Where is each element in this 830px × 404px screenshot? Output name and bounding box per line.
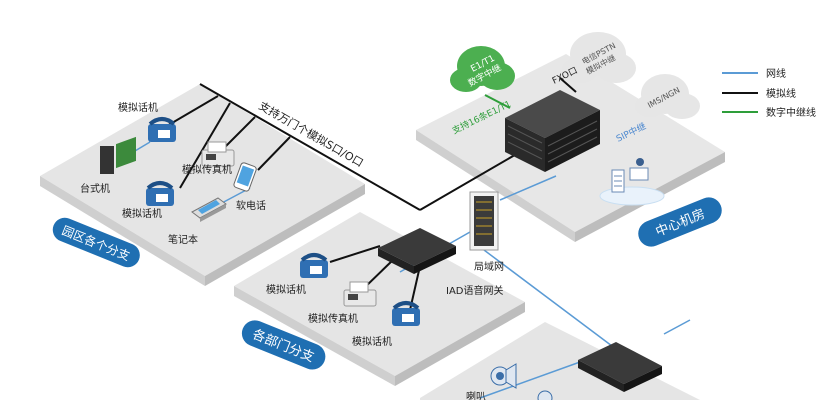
phone-icon-2 <box>146 181 174 206</box>
legend-label-analog: 模拟线 <box>766 87 796 100</box>
campus-laptop-label: 笔记本 <box>168 233 198 246</box>
platform-campus <box>40 84 365 286</box>
dept-phone-2-label: 模拟话机 <box>352 335 392 348</box>
bottom-switch-uplink-line <box>663 319 691 335</box>
mobile-softphone-icon <box>233 162 257 192</box>
cloud-pstn: 电信PSTN 模拟中继 <box>562 32 636 83</box>
cloud-e1: E1/T1 数字中继 <box>450 46 515 92</box>
lan-label: 局域网 <box>474 260 504 273</box>
iad-gateway-icon <box>378 228 456 274</box>
campus-fax-label: 模拟传真机 <box>182 163 232 176</box>
desktop-icon <box>100 136 136 174</box>
dept-fax-label: 模拟传真机 <box>308 312 358 325</box>
pstn-line <box>559 77 577 93</box>
legend-label-network: 网线 <box>766 67 786 80</box>
lan-switch-icon <box>469 191 499 251</box>
campus-desktop-label: 台式机 <box>80 182 110 195</box>
campus-softphone-label: 软电话 <box>236 199 266 212</box>
laptop-icon <box>191 197 227 222</box>
branch-fax <box>221 116 256 151</box>
speaker-icon-2 <box>537 390 553 404</box>
iad-label: IAD语音网关 <box>446 284 504 297</box>
ippbx-server-icon <box>505 90 600 172</box>
iad-branch-1 <box>329 245 381 263</box>
dept-phone-1-label: 模拟话机 <box>266 283 306 296</box>
analog-lines <box>159 77 577 311</box>
bus-to-center-line <box>419 151 521 211</box>
campus-phone-1-label: 模拟话机 <box>118 101 158 114</box>
platform-department <box>234 212 525 386</box>
phone-icon-3 <box>300 253 328 278</box>
analog-bus-line <box>199 83 421 211</box>
legend: 网线 模拟线 数字中继线 <box>722 67 816 119</box>
bottom-speaker-label: 喇叭 <box>466 391 486 400</box>
branch-softphone <box>257 136 291 171</box>
fax-icon <box>201 141 235 167</box>
lan-to-bottom-switch-line <box>483 249 621 353</box>
campus-phone-2-label: 模拟话机 <box>122 207 162 220</box>
phone-icon-4 <box>392 301 420 326</box>
cloud-ims: IMS/NGN <box>635 74 700 119</box>
lan-to-server-line <box>499 175 557 201</box>
fax-icon-2 <box>343 281 377 307</box>
legend-label-digital: 数字中继线 <box>766 106 816 119</box>
speaker-icon <box>490 363 517 389</box>
bottom-switch-icon <box>578 342 662 392</box>
branch-phone-2 <box>179 102 231 189</box>
bottom-speaker-line <box>479 361 581 399</box>
digital-trunk-lines <box>484 94 511 109</box>
e1-trunk-line <box>484 94 511 109</box>
phone-icon <box>148 117 176 142</box>
sip-server-icon <box>599 158 665 206</box>
